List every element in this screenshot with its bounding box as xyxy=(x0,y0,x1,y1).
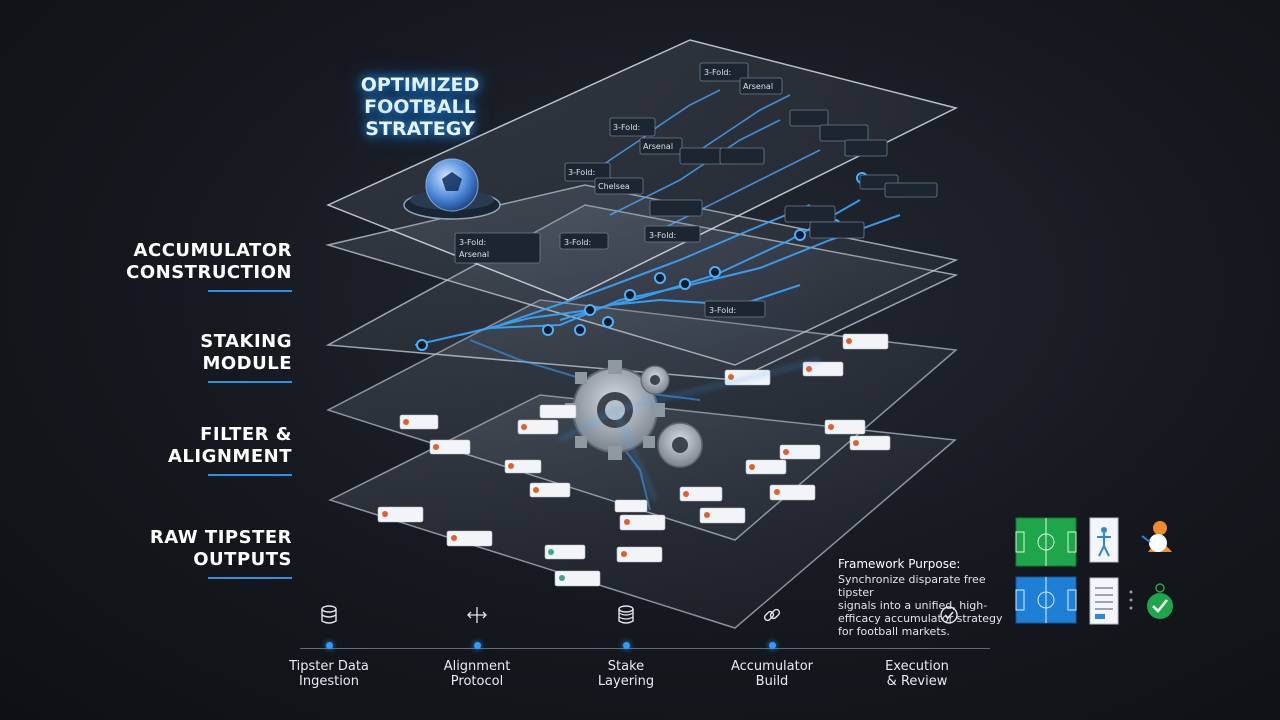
title-line-1: OPTIMIZED xyxy=(360,74,480,96)
step-line-2: & Review xyxy=(886,674,948,689)
label-accumulator-construction: ACCUMULATOR CONSTRUCTION xyxy=(32,240,292,292)
title-line-2: FOOTBALL xyxy=(364,96,476,118)
timeline-step-alignment: Alignment Protocol xyxy=(417,600,537,689)
tipster-card-teal-dots xyxy=(548,549,565,581)
framework-line-3: efficacy accumulator strategy xyxy=(838,612,1003,625)
svg-text:Arsenal: Arsenal xyxy=(459,250,489,259)
step-line-2: Build xyxy=(755,674,789,689)
check-circle-icon xyxy=(857,600,977,630)
step-line-2: Ingestion xyxy=(299,674,359,689)
step-line-2: Protocol xyxy=(450,674,504,689)
pitch-green-icon xyxy=(1015,517,1077,567)
tipster-cards xyxy=(377,333,891,587)
timeline-step-execution: Execution & Review xyxy=(857,600,977,689)
timeline-dot xyxy=(325,642,333,649)
timeline-step-build: Accumulator Build xyxy=(712,600,832,689)
svg-text:Arsenal: Arsenal xyxy=(643,142,673,151)
label-underline xyxy=(208,474,292,476)
label-line-1: FILTER & xyxy=(200,424,292,445)
title-line-3: STRATEGY xyxy=(365,118,475,140)
timeline-step-ingestion: Tipster Data Ingestion xyxy=(269,600,389,689)
svg-text:Chelsea: Chelsea xyxy=(598,182,630,191)
pitch-blue-icon xyxy=(1015,576,1077,624)
label-line-2: ALIGNMENT xyxy=(168,446,292,467)
svg-text:3-Fold:: 3-Fold: xyxy=(613,123,640,132)
document-player-icon xyxy=(1089,517,1119,563)
svg-text:3-Fold:: 3-Fold: xyxy=(564,238,591,247)
chain-link-icon xyxy=(712,600,832,630)
step-line-1: Execution xyxy=(885,659,949,674)
document-list-icon xyxy=(1089,577,1119,625)
tree-label-boxes xyxy=(454,62,938,318)
timeline-dot xyxy=(473,642,481,649)
svg-text:3-Fold:: 3-Fold: xyxy=(568,168,595,177)
label-raw-tipster-outputs: RAW TIPSTER OUTPUTS xyxy=(32,527,292,579)
step-line-1: Alignment xyxy=(443,659,511,674)
svg-text:3-Fold:: 3-Fold: xyxy=(459,238,486,247)
timeline-dot xyxy=(768,642,776,649)
svg-text:3-Fold:: 3-Fold: xyxy=(709,306,736,315)
timeline-step-stake: Stake Layering xyxy=(566,600,686,689)
label-underline xyxy=(208,381,292,383)
align-arrows-icon xyxy=(417,600,537,630)
step-line-1: Accumulator xyxy=(730,659,814,674)
label-filter-alignment: FILTER & ALIGNMENT xyxy=(32,424,292,476)
framework-line-1: Synchronize disparate free tipster xyxy=(838,573,986,599)
timeline-dot xyxy=(622,642,630,649)
step-line-1: Stake xyxy=(607,659,645,674)
tree-label-text: 3-Fold:Arsenal 3-Fold:Arsenal 3-Fold:Che… xyxy=(459,68,773,315)
football-icon xyxy=(403,158,501,220)
label-line-2: CONSTRUCTION xyxy=(126,262,292,283)
framework-line-4: for football markets. xyxy=(838,625,950,638)
framework-line-2: signals into a unified, high- xyxy=(838,599,988,612)
svg-text:3-Fold:: 3-Fold: xyxy=(704,68,731,77)
dots-separator xyxy=(1129,590,1133,610)
label-underline xyxy=(208,290,292,292)
timeline-line xyxy=(300,648,990,649)
step-line-2: Layering xyxy=(597,674,655,689)
label-line-2: MODULE xyxy=(202,353,292,374)
label-staking-module: STAKING MODULE xyxy=(32,331,292,383)
success-check-icon xyxy=(1147,583,1173,619)
user-analyst-icon xyxy=(1141,521,1172,552)
svg-text:3-Fold:: 3-Fold: xyxy=(649,231,676,240)
label-line-1: STAKING xyxy=(200,331,292,352)
stack-icon xyxy=(566,600,686,630)
framework-purpose: Framework Purpose: Synchronize disparate… xyxy=(838,557,1008,639)
framework-heading: Framework Purpose: xyxy=(838,557,961,571)
page-title: OPTIMIZED FOOTBALL STRATEGY xyxy=(330,74,510,140)
step-line-1: Tipster Data xyxy=(289,659,369,674)
label-line-1: RAW TIPSTER xyxy=(149,527,292,548)
tipster-card-dots xyxy=(382,338,859,557)
gear-glow-lines xyxy=(559,359,821,501)
process-timeline: Tipster Data Ingestion Alignment Protoco… xyxy=(280,600,1020,710)
label-line-1: ACCUMULATOR xyxy=(133,240,292,261)
circuit-nodes xyxy=(416,172,868,351)
database-icon xyxy=(269,600,389,630)
label-underline xyxy=(208,577,292,579)
svg-text:Arsenal: Arsenal xyxy=(743,82,773,91)
label-line-2: OUTPUTS xyxy=(193,549,292,570)
